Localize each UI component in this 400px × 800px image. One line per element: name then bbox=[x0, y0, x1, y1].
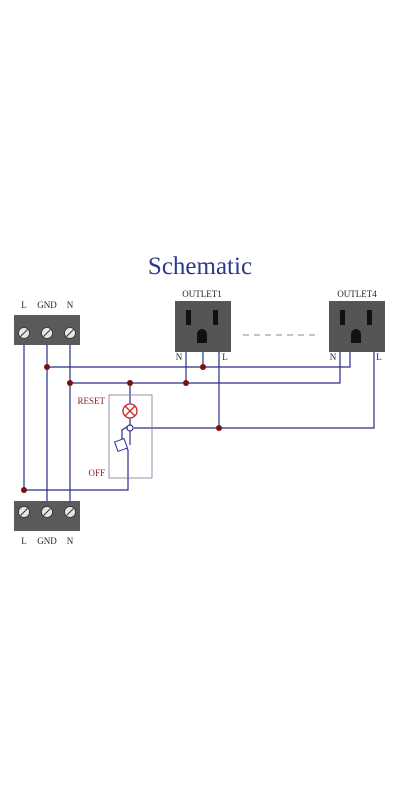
wire-gnd-bus bbox=[47, 352, 351, 368]
outlet-4: OUTLET4 N L bbox=[329, 289, 385, 362]
output-terminal-label-n: N bbox=[67, 536, 74, 546]
outlet-4-ground-hole bbox=[351, 329, 361, 343]
outlet-4-slot-right bbox=[367, 310, 372, 325]
outlet-4-pin-l: L bbox=[376, 352, 382, 362]
wire-n-bus bbox=[70, 352, 341, 384]
output-terminal-label-l: L bbox=[21, 536, 27, 546]
wire-breaker-switch bbox=[24, 418, 131, 491]
outlet-1-slot-left bbox=[186, 310, 191, 325]
input-terminal-label-gnd: GND bbox=[37, 300, 57, 310]
outlet-1-pin-n: N bbox=[176, 352, 183, 362]
input-terminal-label-n: N bbox=[67, 300, 74, 310]
outlet-1-slot-right bbox=[213, 310, 218, 325]
input-terminal-block: L GND N bbox=[14, 300, 80, 345]
junction-n-bus bbox=[67, 380, 73, 386]
outlet-4-name: OUTLET4 bbox=[337, 289, 377, 299]
input-terminal-screw-l bbox=[18, 327, 30, 339]
junction-outlet1-gnd bbox=[200, 364, 206, 370]
wires bbox=[23, 334, 375, 501]
breaker-reset-label: RESET bbox=[77, 396, 105, 406]
breaker-contact bbox=[126, 424, 134, 432]
input-terminal-label-l: L bbox=[21, 300, 27, 310]
output-terminal-label-gnd: GND bbox=[37, 536, 57, 546]
input-terminal-screw-gnd bbox=[41, 327, 53, 339]
junction-outlet1-l bbox=[216, 425, 222, 431]
outlet-1-name: OUTLET1 bbox=[182, 289, 222, 299]
output-terminal-screw-gnd bbox=[41, 506, 53, 518]
outlet-4-pin-n: N bbox=[330, 352, 337, 362]
outlet-4-slot-left bbox=[340, 310, 345, 325]
breaker-off-label: OFF bbox=[88, 468, 105, 478]
lamp-icon bbox=[122, 403, 138, 419]
page-title: Schematic bbox=[147, 253, 253, 280]
junctions bbox=[21, 364, 222, 493]
outlet-4-body bbox=[329, 301, 385, 352]
breaker-thermal-element bbox=[113, 437, 129, 453]
outlet-1-ground-hole bbox=[197, 329, 207, 343]
input-terminal-screw-n bbox=[64, 327, 76, 339]
junction-breaker-feed bbox=[127, 380, 133, 386]
outlet-1-pin-l: L bbox=[222, 352, 228, 362]
wire-l-bus bbox=[134, 352, 375, 429]
outlet-1-body bbox=[175, 301, 231, 352]
circuit-breaker: RESET OFF bbox=[77, 396, 138, 478]
breaker-box bbox=[108, 394, 153, 479]
junction-gnd-bus bbox=[44, 364, 50, 370]
output-terminal-screw-n bbox=[64, 506, 76, 518]
junction-l-out bbox=[21, 487, 27, 493]
junction-outlet1-n bbox=[183, 380, 189, 386]
output-terminal-block: L GND N bbox=[14, 501, 80, 546]
outlet-1: OUTLET1 N L bbox=[175, 289, 231, 362]
output-terminal-screw-l bbox=[18, 506, 30, 518]
